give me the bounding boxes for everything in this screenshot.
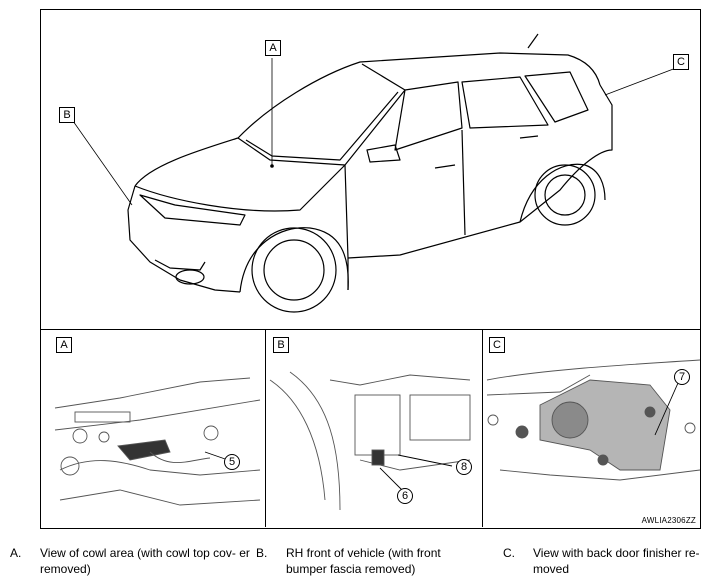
diagram-id: AWLIA2306ZZ: [641, 516, 696, 525]
callout-c: C: [673, 54, 689, 70]
detail-panel-a: [41, 329, 265, 527]
caption-c-text: View with back door finisher re- moved: [533, 546, 700, 576]
caption-a-letter: A.: [10, 546, 22, 560]
callout-b: B: [59, 107, 75, 123]
panel-b-label: B: [273, 337, 289, 353]
part-number-8: 8: [456, 459, 472, 475]
part-number-6: 6: [397, 488, 413, 504]
caption-b-letter: B.: [256, 546, 268, 560]
part-number-7: 7: [674, 369, 690, 385]
diagram-frame: [40, 9, 701, 529]
caption-a-text: View of cowl area (with cowl top cov- er…: [40, 546, 250, 576]
panel-divider-2: [482, 329, 483, 527]
panel-a-label: A: [56, 337, 72, 353]
caption-b-text: RH front of vehicle (with front bumper f…: [286, 546, 441, 576]
detail-panel-b: [266, 329, 483, 527]
callout-a: A: [265, 40, 281, 56]
caption-c-letter: C.: [503, 546, 515, 560]
part-number-5: 5: [224, 454, 240, 470]
panel-c-label: C: [489, 337, 505, 353]
detail-panel-c: [483, 329, 700, 527]
panel-divider-1: [265, 329, 266, 527]
